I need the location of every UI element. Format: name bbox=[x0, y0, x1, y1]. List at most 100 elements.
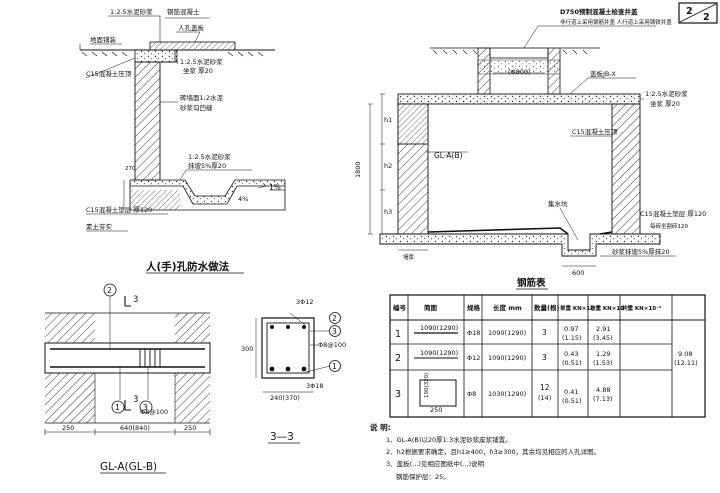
row3-qty: 12 bbox=[540, 383, 550, 392]
row2-unit: 0.43 bbox=[564, 350, 578, 358]
row1-qty: 3 bbox=[542, 328, 547, 337]
beam-dim-250-right: 250 bbox=[184, 424, 196, 432]
section-mark-top: 3 bbox=[133, 295, 138, 305]
label-mortar-top: 1:2.5水泥砂浆 bbox=[110, 7, 153, 16]
dim-600: 600 bbox=[572, 269, 584, 277]
header-total-weight: 总重 KN×10⁻² bbox=[590, 304, 630, 312]
handhole-detail-figure: 1:2.5水泥砂浆 钢筋混凝土 人孔盖板 地面铺装 C15混凝土压顶 1:2.5… bbox=[79, 7, 286, 274]
label-section-c15-cap: C15混凝土压顶 bbox=[572, 127, 618, 136]
header-spec: 规格 bbox=[467, 303, 481, 312]
section33-title: 3—3 bbox=[270, 431, 294, 443]
handhole-section-figure: (Φ800) 1800 h1 h2 h3 墙厚 600 D750预制混凝土检查井… bbox=[354, 7, 706, 277]
label-cover-slab: 盖板JB-X bbox=[590, 69, 616, 78]
section33-callout-1: 1 bbox=[332, 362, 337, 371]
grand-total: 9.08 bbox=[678, 350, 692, 358]
label-rc-cover: 钢筋混凝土 bbox=[167, 7, 200, 16]
table-row: 3 250 190(320) Φ8 1030(1290) 12 (14) 0.4… bbox=[395, 373, 613, 414]
row2-unit2: (0.51) bbox=[562, 359, 582, 367]
row3-len: 1030(1290) bbox=[488, 390, 526, 398]
section33-width: 240(370) bbox=[270, 394, 300, 402]
label-wall-pointing-2: 砂浆勾凹缝 bbox=[180, 103, 213, 112]
section33-callout-2: 2 bbox=[332, 314, 337, 323]
beam-detail-figure: 2 1 3 Φ8@100 3 3 250 640(840) 250 GL-A(G… bbox=[44, 283, 211, 474]
label-section-c15-bed-2: 每砖坐割砖120 bbox=[650, 222, 688, 230]
rebar-table: 钢筋表 编号 简图 规格 长度 mm 数量(根) 单重 KN×10⁻² 总重 K… bbox=[389, 277, 706, 418]
note-3: 3、盖板(...)见相应图纸中(...)说明 bbox=[386, 459, 485, 468]
label-bottom-mortar-2: 抹坡5%厚20 bbox=[188, 161, 226, 170]
label-compacted-soil: 素土夯实 bbox=[86, 222, 113, 231]
beam-callout-1: 1 bbox=[115, 403, 120, 412]
beam-dim-total: 640(840) bbox=[120, 424, 150, 432]
label-section-bottom-mortar: 砂浆抹坡5%厚抹20 bbox=[612, 247, 670, 256]
row2-total: 1.29 bbox=[596, 350, 610, 358]
label-section-mortar-2: 坐浆 厚20 bbox=[650, 99, 680, 108]
notes-block: 说 明: 1、GL-A(B)以20厚1:3水泥砂浆座浆铺置。 2、h2根据要求确… bbox=[370, 422, 600, 481]
label-beam: GL-A(B) bbox=[434, 151, 463, 160]
row1-unit2: (1.15) bbox=[562, 334, 582, 342]
header-grand-weight: 共重 KN×10⁻² bbox=[622, 304, 662, 312]
label-section-c15-bed: C15混凝土垫层 厚120 bbox=[640, 209, 706, 218]
label-c15-bed: C15混凝土垫层 厚120 bbox=[86, 205, 152, 214]
table-row: 1 1090(1290) Φ18 1090(1290) 3 0.97 (1.15… bbox=[395, 324, 613, 342]
beam-title: GL-A(GL-B) bbox=[100, 461, 157, 473]
row2-sketch: 1090(1290) bbox=[420, 349, 458, 357]
row1-sketch: 1090(1290) bbox=[420, 324, 458, 332]
section33-top-bar: 3Φ12 bbox=[296, 298, 314, 306]
label-mortar-bed: 1:2.5水泥砂浆 bbox=[180, 57, 223, 66]
header-no: 编号 bbox=[393, 303, 407, 312]
section-33-figure: 300 240(370) 3Φ12 2 3 Φ8@100 1 3Φ18 3—3 bbox=[241, 298, 346, 444]
row3-total: 4.88 bbox=[596, 386, 610, 394]
beam-stirrup: Φ8@100 bbox=[140, 408, 168, 416]
row1-total: 2.91 bbox=[596, 325, 610, 333]
row3-no: 3 bbox=[395, 389, 401, 400]
header-unit-weight: 单重 KN×10⁻² bbox=[560, 304, 600, 312]
note-4: 钢筋保护层：25。 bbox=[396, 472, 450, 481]
beam-dim-250-left: 250 bbox=[62, 424, 74, 432]
handhole-title: 人(手)孔防水做法 bbox=[146, 260, 230, 273]
row1-total2: (3.45) bbox=[593, 334, 613, 342]
row2-total2: (1.53) bbox=[593, 359, 613, 367]
dim-h1: h1 bbox=[384, 116, 392, 124]
header-sketch: 简图 bbox=[424, 303, 438, 312]
row3-unit2: (0.51) bbox=[562, 397, 582, 405]
label-pipe-cover-2: 非行道上采用钢筋井盖 人行道上采用铸铁井盖 bbox=[560, 18, 672, 26]
label-pipe-cover: D750预制混凝土检查井盖 bbox=[560, 7, 638, 16]
row2-len: 1090(1290) bbox=[488, 354, 526, 362]
section33-height: 300 bbox=[241, 345, 253, 353]
dim-1800: 1800 bbox=[354, 161, 362, 178]
label-bottom-mortar: 1:2.5水泥砂浆 bbox=[188, 152, 231, 161]
dim-270: 270 bbox=[125, 166, 136, 172]
label-section-mortar: 1:2.5水泥砂浆 bbox=[645, 89, 688, 98]
row3-unit: 0.41 bbox=[564, 388, 578, 396]
section33-stirrup: Φ8@100 bbox=[318, 341, 346, 349]
row2-qty: 3 bbox=[542, 353, 547, 362]
label-sump: 集水坑 bbox=[548, 199, 568, 208]
grand-total-2: (12.11) bbox=[674, 359, 698, 367]
rebar-table-title: 钢筋表 bbox=[517, 277, 546, 289]
beam-callout-2: 2 bbox=[107, 286, 112, 295]
section33-callout-3: 3 bbox=[332, 327, 337, 336]
row3-sketch: 250 bbox=[430, 406, 442, 414]
note-1: 1、GL-A(B)以20厚1:3水泥砂浆座浆铺置。 bbox=[386, 435, 512, 444]
label-handhole-cover: 人孔盖板 bbox=[178, 23, 205, 32]
label-ground-paving: 地面铺装 bbox=[90, 35, 117, 44]
row3-sketch-side: 190(320) bbox=[424, 373, 430, 398]
header-qty: 数量(根) bbox=[534, 303, 559, 312]
sheet-num-top: 2 bbox=[686, 6, 693, 17]
row3-total2: (7.13) bbox=[593, 395, 613, 403]
row1-no: 1 bbox=[395, 329, 401, 340]
sheet-number-box: 2 2 bbox=[678, 2, 718, 24]
row1-unit: 0.97 bbox=[564, 325, 578, 333]
beam-callout-3: 3 bbox=[143, 403, 148, 412]
dia-label: (Φ800) bbox=[508, 68, 531, 76]
sheet-num-bottom: 2 bbox=[703, 12, 710, 23]
dim-h2: h2 bbox=[384, 162, 392, 170]
row2-no: 2 bbox=[395, 353, 401, 364]
label-c15-cap: C15混凝土压顶 bbox=[86, 69, 132, 78]
dim-h3: h3 bbox=[384, 208, 392, 216]
row1-spec: Φ18 bbox=[467, 329, 480, 337]
dim-wall: 墙厚 bbox=[403, 253, 415, 261]
header-length: 长度 mm bbox=[493, 303, 522, 312]
row3-qty2: (14) bbox=[538, 394, 551, 402]
